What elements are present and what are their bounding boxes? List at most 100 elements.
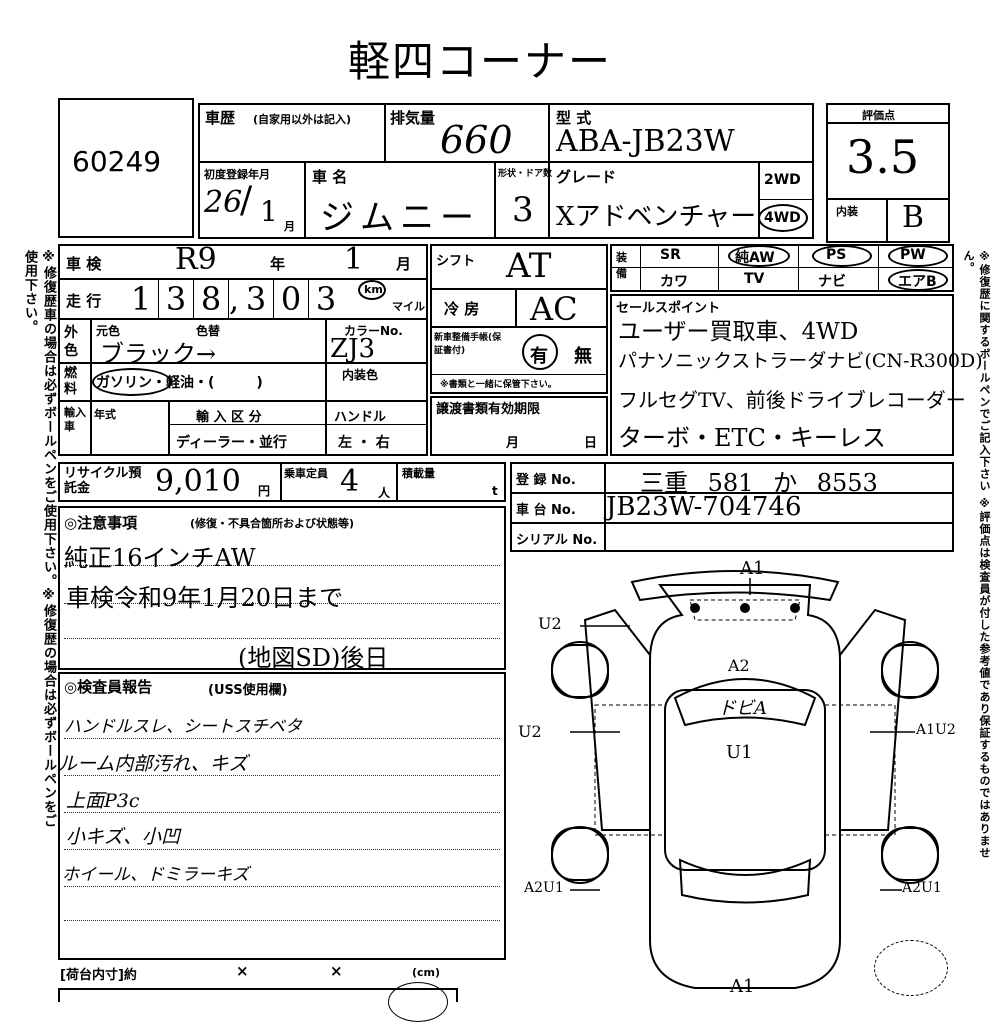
recycle-unit: 円 <box>258 484 271 498</box>
inspector-line: ホイール、ドミラーキズ <box>62 865 249 885</box>
car-name-value: ジムニー <box>320 198 480 238</box>
import-label: 輸入車 <box>64 406 86 433</box>
first-reg-year: 26 <box>204 185 243 220</box>
registration-block <box>510 462 954 552</box>
handle-label: ハンドル <box>334 410 387 425</box>
sales-points-label: セールスポイント <box>616 301 721 316</box>
color-change-label: 色替 <box>196 324 221 338</box>
transfer-day: 日 <box>584 436 598 451</box>
shift-label: シフト <box>436 254 476 269</box>
inspector-sub: (USS使用欄) <box>208 683 288 698</box>
recycle-label: リサイクル預託金 <box>64 466 142 496</box>
car-name-label: 車 名 <box>312 168 348 186</box>
notes-sub: (修復・不具合箇所および状態等) <box>190 517 355 530</box>
drive-2wd: 2WD <box>764 172 801 188</box>
equipment-item: カワ <box>660 274 688 290</box>
equipment-item: SR <box>660 247 681 263</box>
import-category: ディーラー・並行 <box>176 435 288 451</box>
cargo-x1: × <box>236 962 249 980</box>
drive-4wd-circle <box>758 204 808 232</box>
inspection-era: R9 <box>175 242 217 277</box>
mileage-digit: 3 <box>239 280 274 318</box>
inspector-line: 上面P3c <box>66 790 140 812</box>
cargo-x2: × <box>330 962 343 980</box>
registration-label: 登 録 No. <box>516 473 576 488</box>
diagram-mark: A2 <box>728 656 750 675</box>
diagram-mark: ドビA <box>718 698 767 719</box>
sales-points-block <box>610 294 954 456</box>
inspector-label: ◎検査員報告 <box>64 678 153 696</box>
first-reg-month-unit: 月 <box>284 220 295 233</box>
transfer-month: 月 <box>506 436 520 451</box>
handle-options: 左 ・ 右 <box>338 435 390 451</box>
color-code: ZJ3 <box>330 334 376 364</box>
sales-point-line: ユーザー買取車、4WD <box>618 319 859 345</box>
color-orig-label: 元色 <box>96 324 121 338</box>
ac-label: 冷 房 <box>444 300 480 318</box>
history-note: (自家用以外は記入) <box>253 113 352 126</box>
page-title: 軽四コーナー <box>348 37 613 86</box>
manual-none: 無 <box>574 346 592 367</box>
sales-point-line: ターボ・ETC・キーレス <box>618 424 886 452</box>
inspector-line: 小キズ、小凹 <box>66 826 181 848</box>
dashed-circle <box>874 940 948 996</box>
grade-score-label: 評価点 <box>862 109 895 122</box>
sales-point-line: フルセグTV、前後ドライブレコーダー <box>618 388 966 412</box>
inspection-year-unit: 年 <box>270 255 286 273</box>
manual-label: 新車整備手帳(保証書付) <box>434 333 502 356</box>
diagram-mark: U2 <box>518 722 542 741</box>
manual-note: ※書類と一緒に保管下さい。 <box>440 380 557 390</box>
mileage-digit: 1 <box>124 280 159 318</box>
fuel-label: 燃料 <box>64 366 78 397</box>
note-line: 車検令和9年1月20日まで <box>66 584 344 612</box>
mileage-digit: 3 <box>315 280 337 318</box>
shift-ac-block <box>430 244 608 394</box>
shift-value: AT <box>506 246 552 286</box>
diagram-mark: A1 <box>740 558 765 579</box>
chassis-value: JB23W-704746 <box>606 492 802 522</box>
ac-value: AC <box>530 290 578 328</box>
lot-number-box <box>58 98 194 238</box>
grade-label: グレード <box>556 168 617 186</box>
mileage-digit: 0 <box>274 280 309 318</box>
model-label: 型 式 <box>556 109 592 127</box>
history-label: 車歴 <box>205 109 236 127</box>
transfer-block <box>430 396 608 456</box>
first-reg-slash: / <box>240 180 253 221</box>
seal-circle <box>388 982 448 1022</box>
import-category-label: 輸 入 区 分 <box>196 410 262 425</box>
first-reg-label: 初度登録年月 <box>204 168 270 181</box>
mileage-digit: 3 <box>159 280 194 318</box>
mileage-mile: マイル <box>392 300 425 313</box>
diagram-mark: U2 <box>538 614 562 633</box>
inspection-month-unit: 月 <box>396 255 412 273</box>
capacity-value: 4 <box>340 464 360 499</box>
diagram-mark: A1 <box>730 976 755 997</box>
registration-value: 三重 581 か 8553 <box>640 469 878 497</box>
mileage-digit: 8 <box>194 280 229 318</box>
displacement-value: 660 <box>440 118 513 162</box>
right-side-note: ※修復歴に関するボールペンでご記入下さい ※評価点は検査員が付した参考値であり保… <box>962 250 991 859</box>
equipment-label: 装備 <box>616 251 627 280</box>
capacity-label: 乗車定員 <box>284 467 328 480</box>
interior-grade-label: 内装 <box>836 205 858 218</box>
color-code-label: カラーNo. <box>344 324 403 338</box>
recycle-block <box>58 462 506 502</box>
mileage-digits: 1 3 8 , 3 0 3 <box>124 280 343 318</box>
cargo-label: [荷台内寸]約 <box>60 968 137 983</box>
vehicle-details-block <box>58 244 428 456</box>
doors-value: 3 <box>512 190 534 230</box>
inspector-line: ハンドルスレ、シートスチベタ <box>64 717 302 737</box>
equipment-item: ナビ <box>818 274 846 290</box>
equipment-item: TV <box>744 271 765 287</box>
manual-has-circle <box>522 334 558 370</box>
sales-point-line: パナソニックストラーダナビ(CN-R300D) <box>618 350 983 372</box>
import-year-label: 年式 <box>94 408 116 421</box>
diagram-mark: A2U1 <box>902 880 942 896</box>
mileage-km-circle <box>358 280 386 300</box>
diagram-mark: A2U1 <box>524 880 564 896</box>
grade-value: Xアドベンチャー <box>556 202 757 232</box>
left-side-note: ※修復歴車の場合は必ずボールペンをご使用下さい。※修復歴の場合は必ずボールペンを… <box>22 250 56 828</box>
inspection-label: 車 検 <box>66 255 102 273</box>
inspection-month: 1 <box>344 242 364 277</box>
